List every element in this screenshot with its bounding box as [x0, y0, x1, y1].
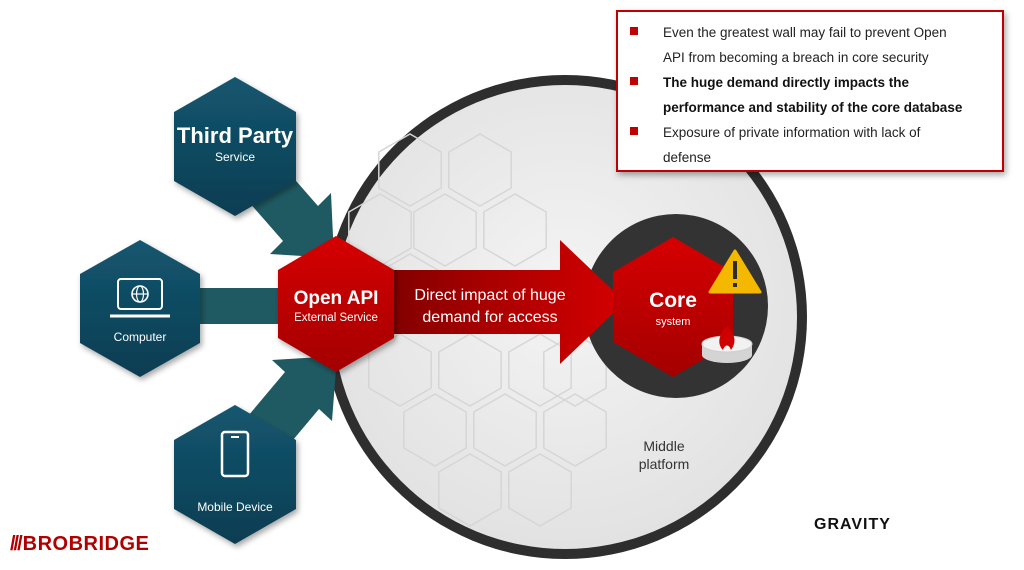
risk-item-3b: defense — [663, 150, 712, 165]
bullet-square-icon — [630, 77, 638, 85]
mobile-label: Mobile Device — [197, 500, 273, 514]
bullet-square-icon — [630, 27, 638, 35]
honeycomb-cell — [378, 133, 442, 207]
honeycomb-cell — [413, 193, 477, 267]
honeycomb-pattern — [348, 133, 607, 527]
demand-arrow — [372, 240, 625, 364]
open-api-title: Open API — [294, 288, 379, 309]
risk-item-1b: API from becoming a breach in core secur… — [663, 50, 929, 65]
risk-list: Even the greatest wall may fail to preve… — [618, 12, 1002, 170]
honeycomb-cell — [438, 333, 502, 407]
brobridge-logo: ///BROBRIDGE — [10, 533, 150, 555]
honeycomb-cell — [508, 453, 572, 527]
third-party-hex — [174, 77, 296, 216]
middle-platform-line2: platform — [639, 456, 690, 472]
warning-icon — [708, 249, 762, 294]
core-title: Core — [649, 289, 697, 312]
open-api-hex — [278, 236, 394, 372]
database-fire-icon — [701, 326, 753, 363]
arrow-text-line2: demand for access — [422, 309, 557, 326]
honeycomb-cell — [403, 393, 467, 467]
honeycomb-cell — [438, 453, 502, 527]
risk-item-2b: performance and stability of the core da… — [663, 100, 963, 115]
gravity-logo: GRAVITY — [814, 516, 891, 533]
middle-platform-line1: Middle — [643, 438, 684, 454]
third-party-title: Third Party — [177, 123, 294, 148]
open-api-subtitle: External Service — [294, 312, 378, 324]
arrow-text-line1: Direct impact of huge — [414, 287, 565, 304]
smartphone-icon — [220, 430, 250, 478]
honeycomb-cell — [483, 193, 547, 267]
risk-item-3a: Exposure of private information with lac… — [630, 120, 992, 145]
honeycomb-cell — [473, 393, 537, 467]
risk-item-2a: The huge demand directly impacts the — [630, 70, 992, 95]
bullet-square-icon — [630, 127, 638, 135]
core-subtitle: system — [656, 316, 691, 328]
risk-item-1a: Even the greatest wall may fail to preve… — [630, 20, 992, 45]
mobile-hex — [174, 405, 296, 544]
honeycomb-cell — [543, 393, 607, 467]
honeycomb-cell — [448, 133, 512, 207]
monitor-globe-icon — [110, 278, 170, 318]
risk-callout-box: Even the greatest wall may fail to preve… — [616, 10, 1004, 172]
third-party-subtitle: Service — [215, 150, 255, 164]
computer-label: Computer — [114, 330, 167, 344]
